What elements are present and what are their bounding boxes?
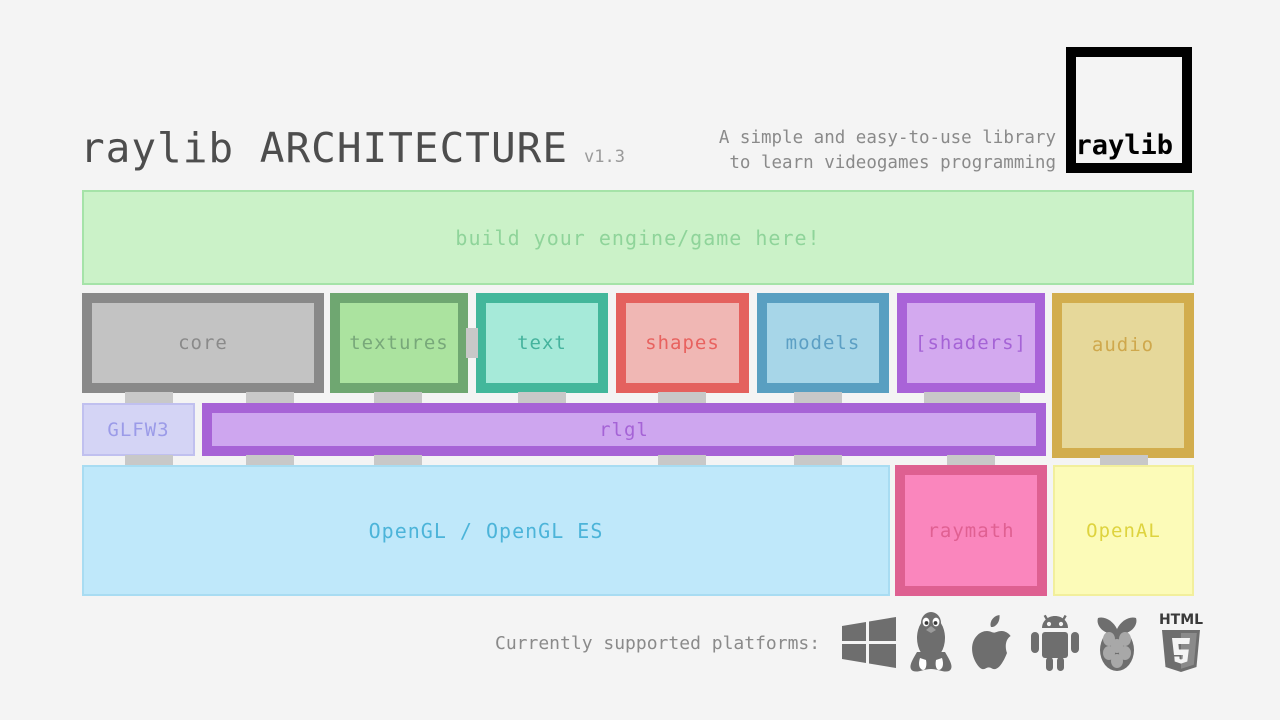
- layer-glfw3[interactable]: GLFW3: [82, 403, 195, 456]
- version-label: v1.3: [584, 147, 625, 167]
- build-your-game-banner: build your engine/game here!: [82, 190, 1194, 285]
- tagline-line-1: A simple and easy-to-use library: [718, 128, 1056, 148]
- tagline: A simple and easy-to-use library to lear…: [719, 126, 1056, 176]
- module-shapes-label: shapes: [645, 332, 720, 354]
- module-core-label: core: [178, 332, 228, 354]
- supported-platforms-row: Currently supported platforms:: [495, 608, 1203, 678]
- connector-tab: [246, 392, 294, 404]
- svg-text:HTML: HTML: [1159, 612, 1203, 628]
- module-audio-label: audio: [1091, 334, 1155, 356]
- module-textures-label: textures: [349, 332, 449, 354]
- raylib-logo-text: raylib: [1075, 130, 1173, 162]
- module-text-label: text: [517, 332, 567, 354]
- windows-icon: [838, 610, 900, 676]
- connector-tab: [374, 392, 422, 404]
- platforms-label: Currently supported platforms:: [495, 632, 821, 654]
- module-core[interactable]: core: [82, 293, 324, 393]
- module-shaders[interactable]: [shaders]: [897, 293, 1045, 393]
- connector-tab: [374, 455, 422, 467]
- connector-tab: [125, 392, 173, 404]
- raylib-logo: raylib: [1066, 47, 1192, 173]
- connector-tab-vertical: [466, 328, 478, 358]
- connector-tab: [924, 392, 1020, 404]
- layer-raymath-label: raymath: [927, 519, 1015, 542]
- module-audio[interactable]: audio: [1052, 293, 1194, 458]
- layer-openal[interactable]: OpenAL: [1053, 465, 1194, 596]
- android-icon: [1024, 610, 1086, 676]
- layer-opengl[interactable]: OpenGL / OpenGL ES: [82, 465, 890, 596]
- module-textures[interactable]: textures: [330, 293, 468, 393]
- page-title: raylib ARCHITECTURE: [80, 124, 568, 172]
- layer-openal-label: OpenAL: [1086, 519, 1161, 542]
- module-models-label: models: [785, 332, 861, 354]
- linux-tux-icon: [900, 610, 962, 676]
- connector-tab: [947, 455, 995, 467]
- connector-tab: [125, 455, 173, 467]
- connector-tab: [1100, 455, 1148, 467]
- connector-tab: [658, 392, 706, 404]
- connector-tab: [794, 455, 842, 467]
- html5-icon: HTML: [1148, 610, 1214, 676]
- module-models[interactable]: models: [757, 293, 889, 393]
- banner-label: build your engine/game here!: [455, 225, 821, 250]
- layer-rlgl-label: rlgl: [599, 418, 649, 441]
- connector-tab: [794, 392, 842, 404]
- connector-tab: [518, 392, 566, 404]
- layer-raymath[interactable]: raymath: [895, 465, 1047, 596]
- raspberry-pi-icon: [1086, 610, 1148, 676]
- layer-glfw3-label: GLFW3: [107, 418, 170, 441]
- module-shaders-label: [shaders]: [915, 332, 1027, 354]
- connector-tab: [658, 455, 706, 467]
- layer-opengl-label: OpenGL / OpenGL ES: [368, 518, 604, 543]
- module-shapes[interactable]: shapes: [616, 293, 749, 393]
- connector-tab: [246, 455, 294, 467]
- title-block: raylib ARCHITECTURE v1.3: [80, 128, 625, 169]
- apple-icon: [962, 610, 1024, 676]
- module-text[interactable]: text: [476, 293, 608, 393]
- tagline-line-2: to learn videogames programming: [729, 153, 1056, 173]
- layer-rlgl[interactable]: rlgl: [202, 403, 1046, 456]
